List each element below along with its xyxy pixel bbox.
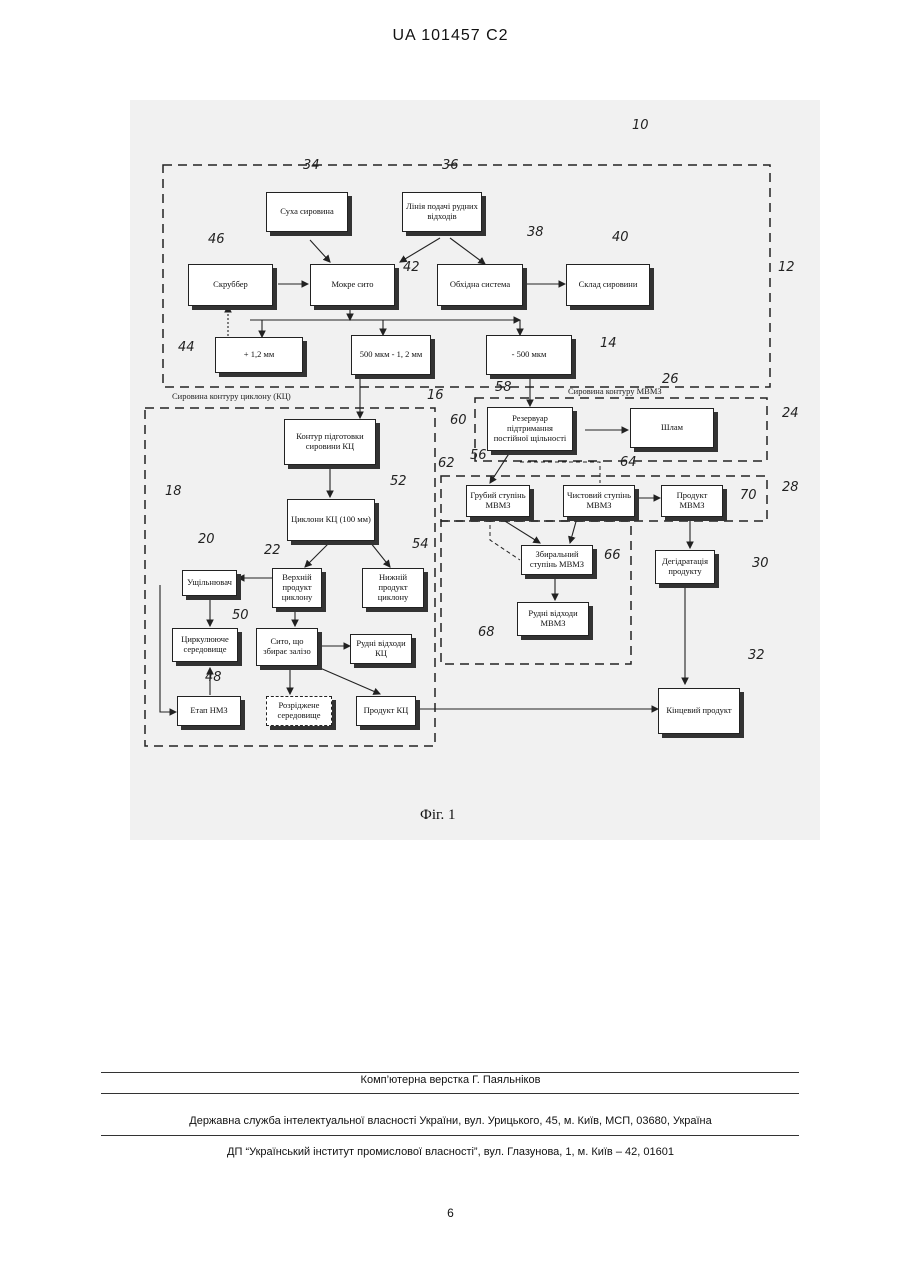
thickener-box: Ущільнювач <box>182 570 237 596</box>
ref-number: 64 <box>620 455 637 470</box>
density-tank-box: Резервуар підтримання постійної щільност… <box>487 407 573 451</box>
ref-number: 28 <box>782 480 799 495</box>
diluted-medium-box: Розріджене середовище <box>266 696 332 726</box>
ref-number: 40 <box>612 230 629 245</box>
scrubber-box: Скруббер <box>188 264 273 306</box>
mvmz-lower-boundary <box>441 521 631 664</box>
slime-box: Шлам <box>630 408 714 448</box>
lower-product-box: Нижній продукт циклону <box>362 568 424 608</box>
feed-storage-box: Склад сировини <box>566 264 650 306</box>
dewatering-box: Дегідратація продукту <box>655 550 715 584</box>
cc-tailings-box: Рудні відходи КЦ <box>350 634 412 664</box>
ref-number: 42 <box>403 260 420 275</box>
ref-number: 48 <box>205 670 222 685</box>
ref-number: 10 <box>632 118 649 133</box>
cc-feed-label: Сировина контуру циклону (КЦ) <box>172 391 291 401</box>
ref-number: 22 <box>264 543 281 558</box>
ore-tailings-line-box: Лінія подачі рудних відходів <box>402 192 482 232</box>
ref-number: 36 <box>442 158 459 173</box>
circulating-medium-box: Циркулююче середовище <box>172 628 238 662</box>
iron-screen-box: Сито, що збирає залізо <box>256 628 318 666</box>
ref-number: 20 <box>198 532 215 547</box>
ref-number: 44 <box>178 340 195 355</box>
ref-number: 34 <box>303 158 320 173</box>
footer-rule <box>101 1093 799 1094</box>
figure-caption: Фіг. 1 <box>420 807 455 824</box>
ref-number: 24 <box>782 406 799 421</box>
footer-rule <box>101 1135 799 1136</box>
cc-product-box: Продукт КЦ <box>356 696 416 726</box>
ref-number: 68 <box>478 625 495 640</box>
ref-number: 56 <box>470 448 487 463</box>
upper-product-box: Верхній продукт циклону <box>272 568 322 608</box>
mvmz-feed-label: Сировина контуру МВМЗ <box>568 386 662 396</box>
mid-size-box: 500 мкм - 1, 2 мм <box>351 335 431 375</box>
ref-number: 30 <box>752 556 769 571</box>
ref-number: 46 <box>208 232 225 247</box>
ref-number: 70 <box>740 488 757 503</box>
final-product-box: Кінцевий продукт <box>658 688 740 734</box>
footer-office-address: Державна служба інтелектуальної власност… <box>0 1115 901 1127</box>
nmz-stage-box: Етап НМЗ <box>177 696 241 726</box>
ref-number: 32 <box>748 648 765 663</box>
ref-number: 26 <box>662 372 679 387</box>
page-number: 6 <box>0 1206 901 1220</box>
ref-number: 54 <box>412 537 429 552</box>
ref-number: 58 <box>495 380 512 395</box>
finishing-stage-box: Чистовий ступінь МВМЗ <box>563 485 635 517</box>
cc-cyclones-box: Циклони КЦ (100 мм) <box>287 499 375 541</box>
dry-feed-box: Суха сировина <box>266 192 348 232</box>
dashed-boundaries <box>145 165 770 746</box>
bypass-system-box: Обхідна система <box>437 264 523 306</box>
ref-number: 12 <box>778 260 795 275</box>
ref-number: 62 <box>438 456 455 471</box>
footer-layout-credit: Комп’ютерна верстка Г. Паяльніков <box>0 1074 901 1086</box>
minus-500-box: - 500 мкм <box>486 335 572 375</box>
mvmz-tailings-box: Рудні відходи МВМЗ <box>517 602 589 636</box>
footer-institute-address: ДП “Український інститут промислової вла… <box>0 1146 901 1158</box>
rough-stage-box: Грубий ступінь МВМЗ <box>466 485 530 517</box>
ref-number: 38 <box>527 225 544 240</box>
ref-number: 14 <box>600 336 617 351</box>
ref-number: 60 <box>450 413 467 428</box>
scavenger-stage-box: Збиральний ступінь МВМЗ <box>521 545 593 575</box>
footer-rule <box>101 1072 799 1073</box>
ref-number: 16 <box>427 388 444 403</box>
plus-1-2-mm-box: + 1,2 мм <box>215 337 303 373</box>
ref-number: 50 <box>232 608 249 623</box>
ref-number: 18 <box>165 484 182 499</box>
ref-number: 52 <box>390 474 407 489</box>
cc-prep-box: Контур підготовки сировини КЦ <box>284 419 376 465</box>
wet-screen-box: Мокре сито <box>310 264 395 306</box>
mvmz-product-box: Продукт МВМЗ <box>661 485 723 517</box>
ref-number: 66 <box>604 548 621 563</box>
